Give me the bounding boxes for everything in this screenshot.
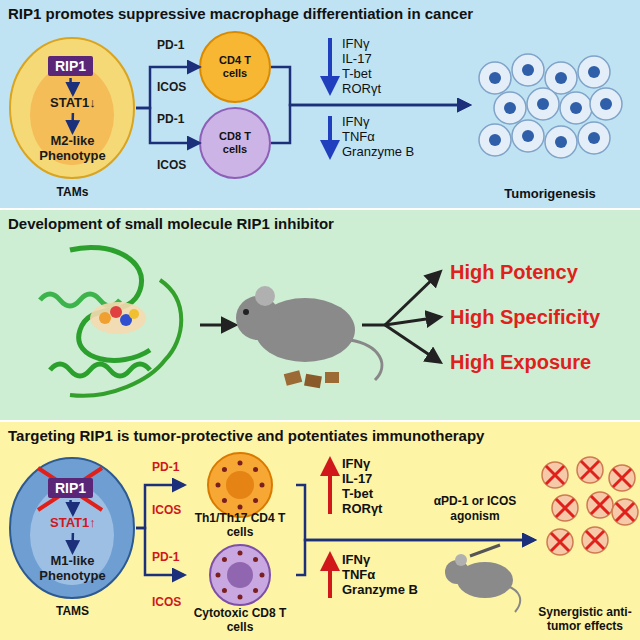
tumor-group: Synergistic anti-tumor effects [535,452,635,634]
node-text: Tumorigenesis [504,187,596,202]
signal-text: STAT1↓ [50,96,96,111]
increase-arrow [328,555,332,598]
panel-band: RIP1 promotes suppressive macrophage dif… [0,0,640,208]
connector-arrow [71,533,74,552]
node-text: Cytotoxic CD8 T cells [185,607,295,635]
connector-arrow [296,540,534,575]
node-text: Th1/Th17 CD4 T cells [185,512,295,540]
node-text: Development of small molecule RIP1 inhib… [8,215,334,232]
mouse [445,545,520,612]
panel-ground [0,422,640,640]
treatment-label: αPD-1 or ICOS agonism [420,494,530,524]
macrophage-cell: TAMS RIP1STAT1↑ M1-like Phenotype [10,452,135,619]
protein-box: RIP1 [48,478,93,498]
fork-arrows [362,272,440,362]
cytokine-label: IL-17 [342,471,372,486]
cytokine-label: TNFα [342,567,375,582]
protein-box: RIP1 [48,56,93,76]
panel-ground [0,210,640,420]
cytokine-label: TNFα [342,129,375,144]
connector-arrow [136,108,199,143]
receptor-label: ICOS [157,158,186,173]
property-label: High Specificity [450,305,600,329]
cytokine-label: RORγt [342,81,381,96]
t-cell [200,32,270,178]
signal-text: STAT1↑ [50,516,96,531]
cytokine-label: IFNγ [342,114,369,129]
phenotype-text: M2-like Phenotype [32,134,113,164]
receptor-label: ICOS [152,503,181,518]
tumor-group: Tumorigenesis [470,50,630,202]
connector-arrow [271,67,469,105]
node-text: STAT1↓ [50,96,96,111]
receptor-label: PD-1 [152,460,179,475]
receptor-label: ICOS [152,595,181,610]
receptor-label: PD-1 [152,550,179,565]
receptor-label: PD-1 [157,112,184,127]
connector-arrow [71,500,73,514]
node-text: Synergistic anti-tumor effects [535,606,635,634]
t-cell-group: Th1/Th17 CD4 T cells [185,450,295,540]
macrophage [10,458,134,598]
receptor-label: ICOS [157,80,186,95]
protein-structure [40,247,181,395]
connector-arrow [71,113,74,132]
cytokine-label: RORγt [342,501,382,516]
tumor-cells [542,457,638,555]
connector-arrow [296,485,534,540]
cytokine-label: IFNγ [342,552,370,567]
macrophage-cell: TAMs RIP1STAT1↓ M2-like Phenotype [10,38,135,200]
node-text: CD8 T cells [200,130,270,155]
flow-arrow [200,324,235,327]
t-cell-circle: CD8 T cells [200,108,270,178]
cytokine-label: Granzyme B [342,582,418,597]
property-label: High Potency [450,260,578,284]
node-text: TAMS [56,605,89,619]
connector-arrow [71,78,73,94]
node-text: TAMs [57,186,89,200]
node-text: Targeting RIP1 is tumor-protective and p… [8,427,484,444]
node-text: CD4 T cells [200,54,270,79]
node-text: RIP1 promotes suppressive macrophage dif… [8,5,473,22]
node-text: RIP1 [55,58,86,74]
panel-ground [0,0,640,208]
property-label: High Exposure [450,350,591,374]
receptor-label: PD-1 [157,38,184,53]
t-cell-circle: CD4 T cells [200,32,270,102]
cytokine-label: IFNγ [342,36,369,51]
macrophage [10,38,134,178]
node-text: M2-like Phenotype [32,134,113,164]
phenotype-text: M1-like Phenotype [32,554,113,584]
connector-arrow [271,105,469,143]
cytokine-label: IFNγ [342,456,370,471]
connector-arrow [136,485,184,528]
decrease-arrow [328,116,332,156]
decrease-arrow [328,38,332,92]
cytokine-label: Granzyme B [342,144,414,159]
node-text: M1-like Phenotype [32,554,113,584]
cytokine-label: T-bet [342,66,372,81]
node-text: RIP1 [55,480,86,496]
increase-arrow [328,460,332,514]
node-text: STAT1↑ [50,516,96,531]
t-cell-group: Cytotoxic CD8 T cells [185,543,295,635]
cytokine-label: IL-17 [342,51,372,66]
tumor-cells [479,54,622,158]
cytokine-label: T-bet [342,486,373,501]
connector-arrow [136,528,184,575]
mouse [236,286,382,388]
connector-arrow [136,67,199,108]
panel-band: Targeting RIP1 is tumor-protective and p… [0,422,640,640]
